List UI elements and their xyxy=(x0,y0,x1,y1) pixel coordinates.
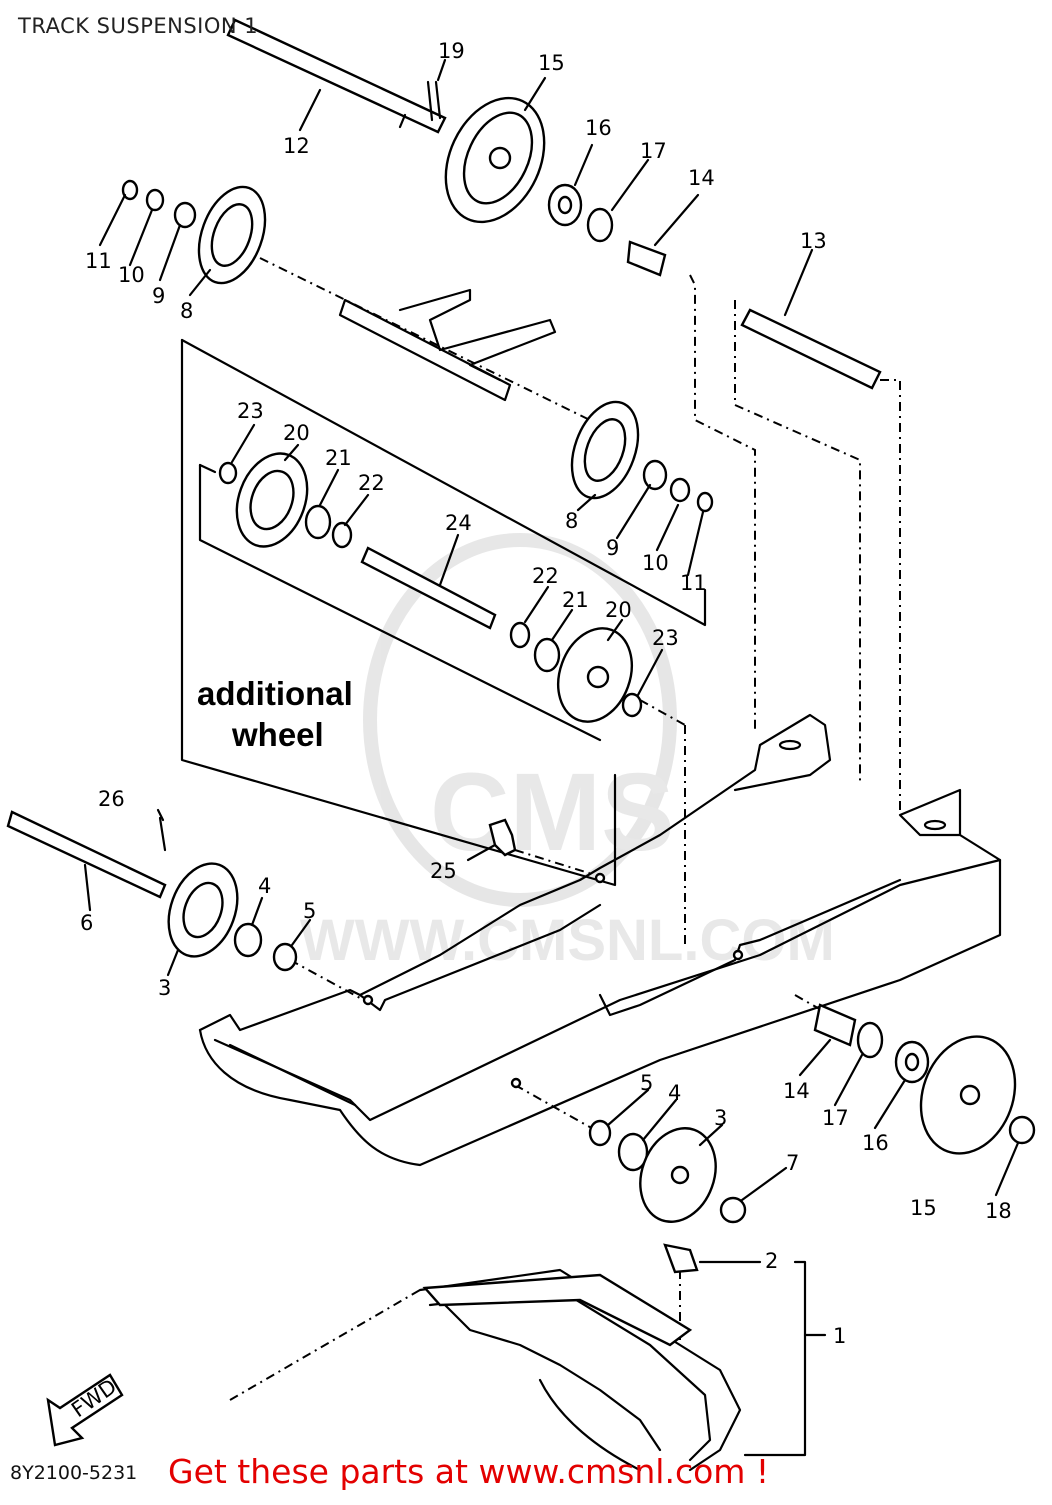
callout-21: 21 xyxy=(325,446,352,470)
track-1 xyxy=(418,1243,742,1472)
callout-5b: 5 xyxy=(640,1071,653,1095)
pin-19 xyxy=(426,80,442,122)
nut-23-upper xyxy=(218,461,238,485)
callout-8b: 8 xyxy=(565,509,578,533)
pin-26 xyxy=(158,816,167,852)
callout-17: 17 xyxy=(640,139,667,163)
bearing-4-left xyxy=(233,922,263,958)
axle-24 xyxy=(360,546,497,630)
callout-7: 7 xyxy=(786,1151,799,1175)
bracket-1 xyxy=(743,1260,807,1457)
callout-5: 5 xyxy=(303,899,316,923)
callout-4: 4 xyxy=(258,874,271,898)
callout-15b: 15 xyxy=(910,1196,937,1220)
wheel-3-right xyxy=(639,1127,717,1223)
nut-7 xyxy=(719,1196,747,1224)
ring-22-upper xyxy=(331,521,353,549)
callout-12: 12 xyxy=(283,134,310,158)
callout-19: 19 xyxy=(438,39,465,63)
callout-9b: 9 xyxy=(606,536,619,560)
callout-20b: 20 xyxy=(605,598,632,622)
wheel-20-lower xyxy=(557,627,633,723)
callout-15: 15 xyxy=(538,51,565,75)
slide-rail-frame xyxy=(198,713,1002,1167)
callout-labels: 19 15 12 16 17 14 13 11 10 9 8 23 20 21 … xyxy=(80,39,1012,1348)
callout-13: 13 xyxy=(800,229,827,253)
callout-3: 3 xyxy=(158,976,171,1000)
callout-23: 23 xyxy=(237,399,264,423)
callout-6: 6 xyxy=(80,911,93,935)
callout-14: 14 xyxy=(688,166,715,190)
wheel-20-upper xyxy=(235,452,309,548)
bearing-4-right xyxy=(617,1132,649,1172)
ring-17-top xyxy=(586,207,614,243)
bearing-9-right xyxy=(642,459,668,491)
collar-14-lower xyxy=(813,1003,857,1047)
callout-22b: 22 xyxy=(532,564,559,588)
callout-11b: 11 xyxy=(680,571,707,595)
shaft-6 xyxy=(6,810,167,899)
callout-10: 10 xyxy=(118,263,145,287)
nut-23-lower xyxy=(621,692,643,718)
washer-10-left xyxy=(145,188,165,212)
bearing-16-top xyxy=(547,183,583,227)
bearing-16-lower xyxy=(894,1040,930,1084)
shaft-12 xyxy=(226,18,447,134)
additional-wheel-note-line2: wheel xyxy=(232,716,324,753)
watermark-brand: CMS xyxy=(430,751,674,874)
diagram-title: TRACK SUSPENSION 1 xyxy=(18,14,259,38)
wheel-8-left xyxy=(197,185,267,285)
wheel-8-right xyxy=(570,400,640,500)
wheel-15-lower xyxy=(919,1035,1017,1155)
callout-16: 16 xyxy=(585,116,612,140)
callout-3b: 3 xyxy=(714,1106,727,1130)
callout-21b: 21 xyxy=(562,588,589,612)
ring-22-lower xyxy=(509,621,531,649)
callout-2: 2 xyxy=(765,1249,778,1273)
cross-shaft-assembly xyxy=(338,288,557,402)
washer-10-right xyxy=(669,477,691,503)
additional-wheel-note-line1: additional xyxy=(197,675,353,712)
cap-18 xyxy=(1008,1115,1036,1145)
callout-26: 26 xyxy=(98,787,125,811)
collar-14-top xyxy=(626,240,667,277)
callout-23b: 23 xyxy=(652,626,679,650)
bearing-21-lower xyxy=(533,637,561,673)
fwd-arrow-icon: FWD xyxy=(46,1373,124,1447)
callout-17b: 17 xyxy=(822,1106,849,1130)
callout-8: 8 xyxy=(180,299,193,323)
additional-wheel-frame xyxy=(180,338,707,887)
callout-25: 25 xyxy=(430,859,457,883)
ring-17-lower xyxy=(856,1021,884,1059)
callout-4b: 4 xyxy=(668,1081,681,1105)
cmsnl-watermark: CMS WWW.CMSNL.COM xyxy=(300,533,835,973)
bearing-9-left xyxy=(173,201,197,229)
bearing-21-upper xyxy=(304,504,332,540)
assembly-leader-lines xyxy=(229,257,901,1401)
callout-10b: 10 xyxy=(642,551,669,575)
watermark-url: WWW.CMSNL.COM xyxy=(300,908,835,973)
callout-16b: 16 xyxy=(862,1131,889,1155)
callout-11: 11 xyxy=(85,249,112,273)
nut-11-right xyxy=(696,491,714,513)
shaft-13 xyxy=(740,308,882,390)
diagram-code: 8Y2100-5231 xyxy=(10,1462,138,1484)
callout-24: 24 xyxy=(445,511,472,535)
callout-leaders xyxy=(83,58,1020,1202)
clip-2 xyxy=(663,1243,699,1274)
promo-link[interactable]: Get these parts at www.cmsnl.com ! xyxy=(168,1452,770,1491)
wheel-15-top xyxy=(444,96,546,224)
callout-18: 18 xyxy=(985,1199,1012,1223)
nut-11-left xyxy=(121,179,139,201)
callout-9: 9 xyxy=(152,284,165,308)
wheel-3-left xyxy=(167,862,239,958)
callout-1: 1 xyxy=(833,1324,846,1348)
callout-14b: 14 xyxy=(783,1079,810,1103)
callout-22: 22 xyxy=(358,471,385,495)
callout-20: 20 xyxy=(283,421,310,445)
ring-5-left xyxy=(272,942,298,972)
ring-5-right xyxy=(588,1119,612,1147)
